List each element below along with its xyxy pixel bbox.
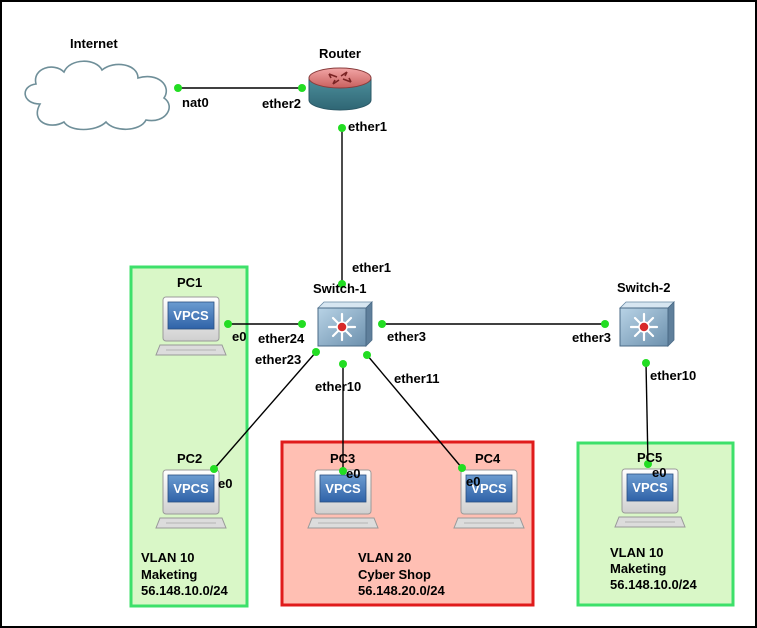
port-dot-switch1-ether24[interactable] (298, 320, 306, 328)
port-dot-switch2-ether10[interactable] (642, 359, 650, 367)
port-label-pc5-e0: e0 (652, 465, 666, 480)
port-dot-pc5-e0[interactable] (644, 460, 652, 468)
pc4-icon[interactable]: VPCS (453, 469, 525, 529)
pc3-label: PC3 (330, 451, 355, 466)
port-label-switch1-ether23: ether23 (255, 352, 301, 367)
switch2-label: Switch-2 (617, 280, 670, 295)
vlan10-right-subnet: 56.148.10.0/24 (610, 577, 698, 592)
port-label-pc2-e0: e0 (218, 476, 232, 491)
port-label-switch2-ether3: ether3 (572, 330, 611, 345)
port-label-router-ether1: ether1 (348, 119, 387, 134)
port-label-switch1-ether3: ether3 (387, 329, 426, 344)
pc2-icon[interactable]: VPCS (155, 469, 227, 529)
port-dot-switch1-ether11[interactable] (363, 351, 371, 359)
port-label-router-ether2: ether2 (262, 96, 301, 111)
vlan10-left-subnet: 56.148.10.0/24 (141, 583, 229, 598)
switch1-label: Switch-1 (313, 281, 366, 296)
port-dot-router-ether2[interactable] (298, 84, 306, 92)
links (178, 87, 649, 471)
link-switch1-pc4[interactable] (366, 354, 463, 469)
port-dot-router-ether1[interactable] (338, 124, 346, 132)
port-dot-nat0[interactable] (174, 84, 182, 92)
pc1-screen-label: VPCS (173, 308, 209, 323)
cloud-icon[interactable] (24, 60, 170, 131)
port-dot-pc2-e0[interactable] (210, 465, 218, 473)
vlan10-right-desc: Maketing (610, 561, 666, 576)
port-dot-switch1-ether1[interactable] (338, 280, 346, 288)
port-dot-switch1-ether10[interactable] (339, 360, 347, 368)
switch2-icon[interactable] (618, 300, 676, 348)
port-dot-switch2-ether3[interactable] (601, 320, 609, 328)
vlan10-left-desc: Maketing (141, 567, 197, 582)
port-label-switch2-ether10: ether10 (650, 368, 696, 383)
port-label-switch1-ether1: ether1 (352, 260, 391, 275)
pc1-label: PC1 (177, 275, 202, 290)
port-dot-pc4-e0[interactable] (458, 464, 466, 472)
switch1-icon[interactable] (316, 300, 374, 348)
port-label-pc4-e0: e0 (466, 474, 480, 489)
port-label-pc3-e0: e0 (346, 466, 360, 481)
port-label-switch1-ether11: ether11 (394, 371, 440, 386)
vlan10-right-name: VLAN 10 (610, 545, 663, 560)
link-switch2-pc5[interactable] (645, 362, 649, 465)
pc1-icon[interactable]: VPCS (155, 296, 227, 356)
port-label-switch1-ether10: ether10 (315, 379, 361, 394)
pc4-label: PC4 (475, 451, 501, 466)
port-label-nat0: nat0 (182, 95, 209, 110)
port-label-pc1-e0: e0 (232, 329, 246, 344)
pc5-screen-label: VPCS (632, 480, 668, 495)
port-label-switch1-ether24: ether24 (258, 331, 305, 346)
pc5-icon[interactable]: VPCS (614, 468, 686, 528)
port-dot-pc1-e0[interactable] (224, 320, 232, 328)
pc3-icon[interactable]: VPCS (307, 469, 379, 529)
port-dot-switch1-ether23[interactable] (312, 348, 320, 356)
pc2-screen-label: VPCS (173, 481, 209, 496)
link-switch1-pc2[interactable] (213, 351, 317, 470)
port-dots (174, 84, 652, 475)
pc4-screen-label: VPCS (471, 481, 507, 496)
vlan10-left-name: VLAN 10 (141, 550, 194, 565)
pc3-screen-label: VPCS (325, 481, 361, 496)
internet-label: Internet (70, 36, 118, 51)
vlan20-name: VLAN 20 (358, 550, 411, 565)
router-label: Router (319, 46, 361, 61)
vlan20-desc: Cyber Shop (358, 567, 431, 582)
port-dot-switch1-ether3[interactable] (378, 320, 386, 328)
pc2-label: PC2 (177, 451, 202, 466)
port-dot-pc3-e0[interactable] (339, 467, 347, 475)
router-icon[interactable] (308, 67, 372, 111)
vlan20-subnet: 56.148.20.0/24 (358, 583, 446, 598)
pc5-label: PC5 (637, 450, 662, 465)
